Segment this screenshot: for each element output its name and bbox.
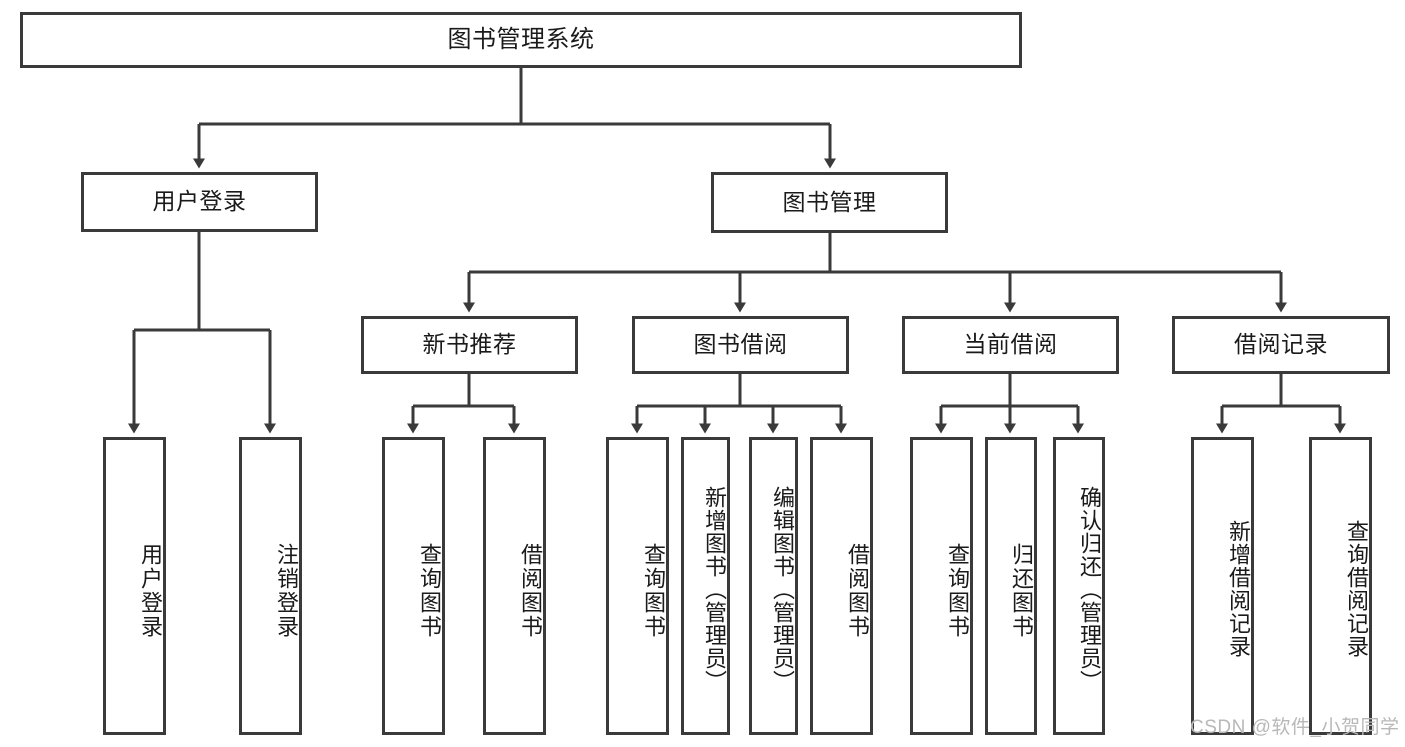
node-label: 图书管理系统 — [447, 25, 595, 53]
node-root-system[interactable]: 图书管理系统 — [20, 12, 1022, 68]
leaf-borrow-book-recommend[interactable]: 借阅图书 — [483, 437, 546, 735]
leaf-borrow-book[interactable]: 借阅图书 — [810, 437, 873, 735]
node-current-borrow[interactable]: 当前借阅 — [902, 316, 1119, 374]
node-book-borrow[interactable]: 图书借阅 — [632, 316, 849, 374]
node-label: 新增图书（管理员） — [702, 485, 727, 693]
node-label: 查询图书 — [641, 543, 666, 639]
leaf-logout[interactable]: 注销登录 — [239, 437, 302, 735]
leaf-add-borrow-record[interactable]: 新增借阅记录 — [1191, 437, 1254, 735]
leaf-user-login[interactable]: 用户登录 — [103, 437, 166, 735]
node-new-book-recommend[interactable]: 新书推荐 — [361, 316, 578, 374]
node-label: 用户登录 — [152, 188, 247, 215]
leaf-return-book[interactable]: 归还图书 — [985, 437, 1037, 735]
leaf-query-book-borrow[interactable]: 查询图书 — [606, 437, 669, 735]
node-label: 借阅图书 — [845, 543, 870, 639]
node-user-login[interactable]: 用户登录 — [81, 172, 318, 232]
node-label: 新增借阅记录 — [1226, 520, 1251, 658]
node-label: 图书借阅 — [693, 331, 788, 358]
node-label: 归还图书 — [1009, 543, 1034, 639]
node-label: 确认归还（管理员） — [1077, 485, 1102, 693]
leaf-edit-book-admin[interactable]: 编辑图书（管理员） — [749, 437, 798, 735]
leaf-add-book-admin[interactable]: 新增图书（管理员） — [681, 437, 730, 735]
watermark-text: CSDN @软件_小贺同学 — [1190, 717, 1400, 738]
node-label: 编辑图书（管理员） — [770, 485, 795, 693]
node-book-management[interactable]: 图书管理 — [711, 172, 948, 233]
leaf-confirm-return-admin[interactable]: 确认归还（管理员） — [1053, 437, 1105, 735]
leaf-query-borrow-record[interactable]: 查询借阅记录 — [1309, 437, 1372, 735]
node-label: 借阅图书 — [518, 543, 543, 639]
node-label: 注销登录 — [274, 543, 299, 639]
node-label: 图书管理 — [782, 188, 877, 215]
node-label: 查询图书 — [945, 543, 970, 639]
node-label: 查询图书 — [417, 543, 442, 639]
node-label: 当前借阅 — [963, 331, 1058, 358]
leaf-query-book-recommend[interactable]: 查询图书 — [382, 437, 445, 735]
leaf-query-book-current[interactable]: 查询图书 — [910, 437, 973, 735]
node-label: 新书推荐 — [422, 331, 517, 358]
node-borrow-record[interactable]: 借阅记录 — [1172, 316, 1390, 374]
node-label: 用户登录 — [138, 543, 163, 639]
node-label: 借阅记录 — [1234, 331, 1328, 358]
node-label: 查询借阅记录 — [1344, 520, 1369, 658]
